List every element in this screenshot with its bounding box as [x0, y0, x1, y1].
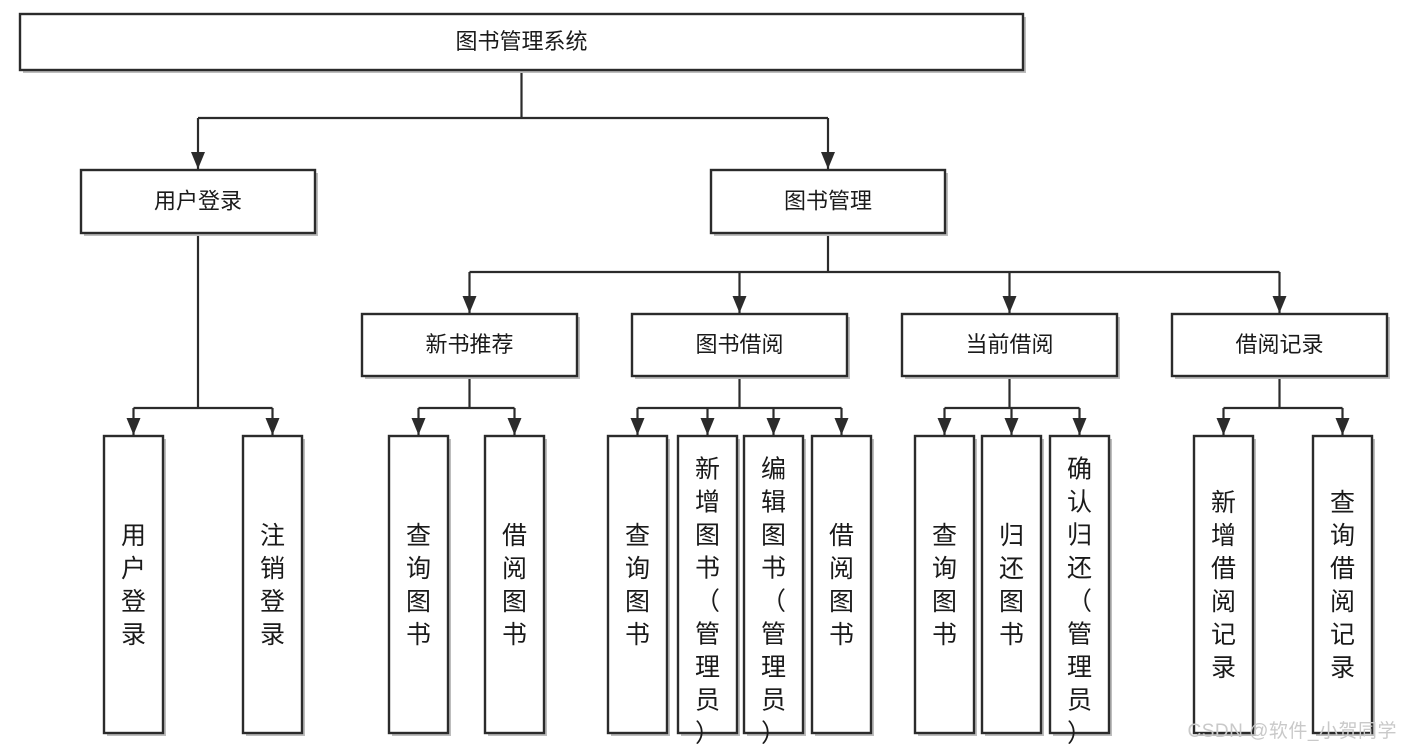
- node-label: 借阅图书: [502, 522, 527, 649]
- arrow-to-leaf-cur-query: [937, 418, 952, 435]
- node-leaf-rec-borrow[interactable]: 借阅图书: [483, 434, 547, 736]
- arrow-to-leaf-rec-add: [1216, 418, 1231, 435]
- node-borrow-record[interactable]: 借阅记录: [1170, 312, 1390, 379]
- arrow-to-user-login: [191, 152, 205, 169]
- node-label: 图书管理: [784, 188, 872, 213]
- node-label: 用户登录: [121, 522, 146, 649]
- node-rect: [630, 312, 849, 378]
- node-rect: [483, 434, 546, 735]
- node-leaf-rec-search[interactable]: 查询借阅记录: [1311, 434, 1375, 736]
- node-leaf-borrow-query[interactable]: 查询图书: [606, 434, 670, 736]
- node-leaf-cur-confirm[interactable]: 确认归还（管理员）: [1048, 434, 1112, 747]
- node-leaf-rec-add[interactable]: 新增借阅记录: [1192, 434, 1256, 736]
- node-label: 借阅图书: [829, 522, 854, 649]
- node-rect: [1048, 434, 1111, 735]
- node-rect: [1192, 434, 1255, 735]
- arrow-to-borrow-record: [1272, 296, 1287, 313]
- node-label: 新增图书（管理员）: [695, 456, 720, 747]
- node-rect: [980, 434, 1043, 735]
- arrow-to-leaf-user-login: [126, 418, 141, 435]
- node-label: 图书管理系统: [455, 29, 587, 54]
- node-rect: [18, 12, 1025, 72]
- node-leaf-cur-query[interactable]: 查询图书: [913, 434, 977, 736]
- node-rect: [1170, 312, 1389, 378]
- node-leaf-borrow-add[interactable]: 新增图书（管理员）: [676, 434, 740, 747]
- node-rect: [79, 168, 317, 235]
- arrow-to-leaf-rec-search: [1335, 418, 1350, 435]
- node-root[interactable]: 图书管理系统: [18, 12, 1026, 73]
- node-new-book-rec[interactable]: 新书推荐: [360, 312, 580, 379]
- node-leaf-rec-query[interactable]: 查询图书: [387, 434, 451, 736]
- nodes-layer: 图书管理系统用户登录图书管理新书推荐图书借阅当前借阅借阅记录用户登录注销登录查询…: [18, 12, 1390, 747]
- node-label: 用户登录: [154, 188, 242, 213]
- node-leaf-borrow-do[interactable]: 借阅图书: [810, 434, 874, 736]
- arrow-to-leaf-rec-borrow: [507, 418, 522, 435]
- arrow-to-leaf-cur-return: [1004, 418, 1019, 435]
- node-leaf-logout[interactable]: 注销登录: [241, 434, 305, 736]
- node-label: 图书借阅: [695, 332, 783, 357]
- node-rect: [742, 434, 805, 735]
- node-rect: [913, 434, 976, 735]
- node-rect: [810, 434, 873, 735]
- node-label: 编辑图书（管理员）: [761, 456, 786, 747]
- node-label: 查询图书: [625, 522, 650, 649]
- node-rect: [709, 168, 947, 235]
- arrow-to-book-manage: [821, 152, 835, 169]
- watermark-text: CSDN @软件_小贺同学: [1187, 721, 1397, 742]
- node-label: 当前借阅: [965, 332, 1053, 357]
- arrow-to-leaf-cur-confirm: [1072, 418, 1087, 435]
- node-rect: [1311, 434, 1374, 735]
- arrow-to-leaf-borrow-query: [630, 418, 645, 435]
- node-label: 新增借阅记录: [1211, 489, 1236, 682]
- node-rect: [676, 434, 739, 735]
- arrow-to-new-book-rec: [462, 296, 477, 313]
- node-book-borrow[interactable]: 图书借阅: [630, 312, 850, 379]
- node-leaf-borrow-edit[interactable]: 编辑图书（管理员）: [742, 434, 806, 747]
- node-label: 查询图书: [406, 522, 431, 649]
- node-rect: [387, 434, 450, 735]
- node-label: 新书推荐: [425, 332, 513, 357]
- node-current-borrow[interactable]: 当前借阅: [900, 312, 1120, 379]
- node-rect: [360, 312, 579, 378]
- arrow-to-leaf-borrow-edit: [766, 418, 781, 435]
- node-label: 确认归还（管理员）: [1067, 456, 1092, 747]
- node-book-manage[interactable]: 图书管理: [709, 168, 948, 236]
- node-label: 查询图书: [932, 522, 957, 649]
- arrow-to-current-borrow: [1002, 296, 1017, 313]
- arrow-to-book-borrow: [732, 296, 747, 313]
- node-leaf-user-login[interactable]: 用户登录: [102, 434, 166, 736]
- arrow-to-leaf-borrow-do: [834, 418, 849, 435]
- node-leaf-cur-return[interactable]: 归还图书: [980, 434, 1044, 736]
- node-label: 注销登录: [260, 522, 285, 649]
- connectors-layer: [126, 70, 1350, 435]
- node-user-login[interactable]: 用户登录: [79, 168, 318, 236]
- node-rect: [241, 434, 304, 735]
- node-rect: [606, 434, 669, 735]
- arrow-to-leaf-logout: [265, 418, 280, 435]
- node-rect: [900, 312, 1119, 378]
- node-rect: [102, 434, 165, 735]
- arrow-to-leaf-borrow-add: [700, 418, 715, 435]
- node-label: 借阅记录: [1235, 332, 1323, 357]
- node-label: 归还图书: [999, 522, 1024, 649]
- node-label: 查询借阅记录: [1330, 489, 1355, 682]
- arrow-to-leaf-rec-query: [411, 418, 426, 435]
